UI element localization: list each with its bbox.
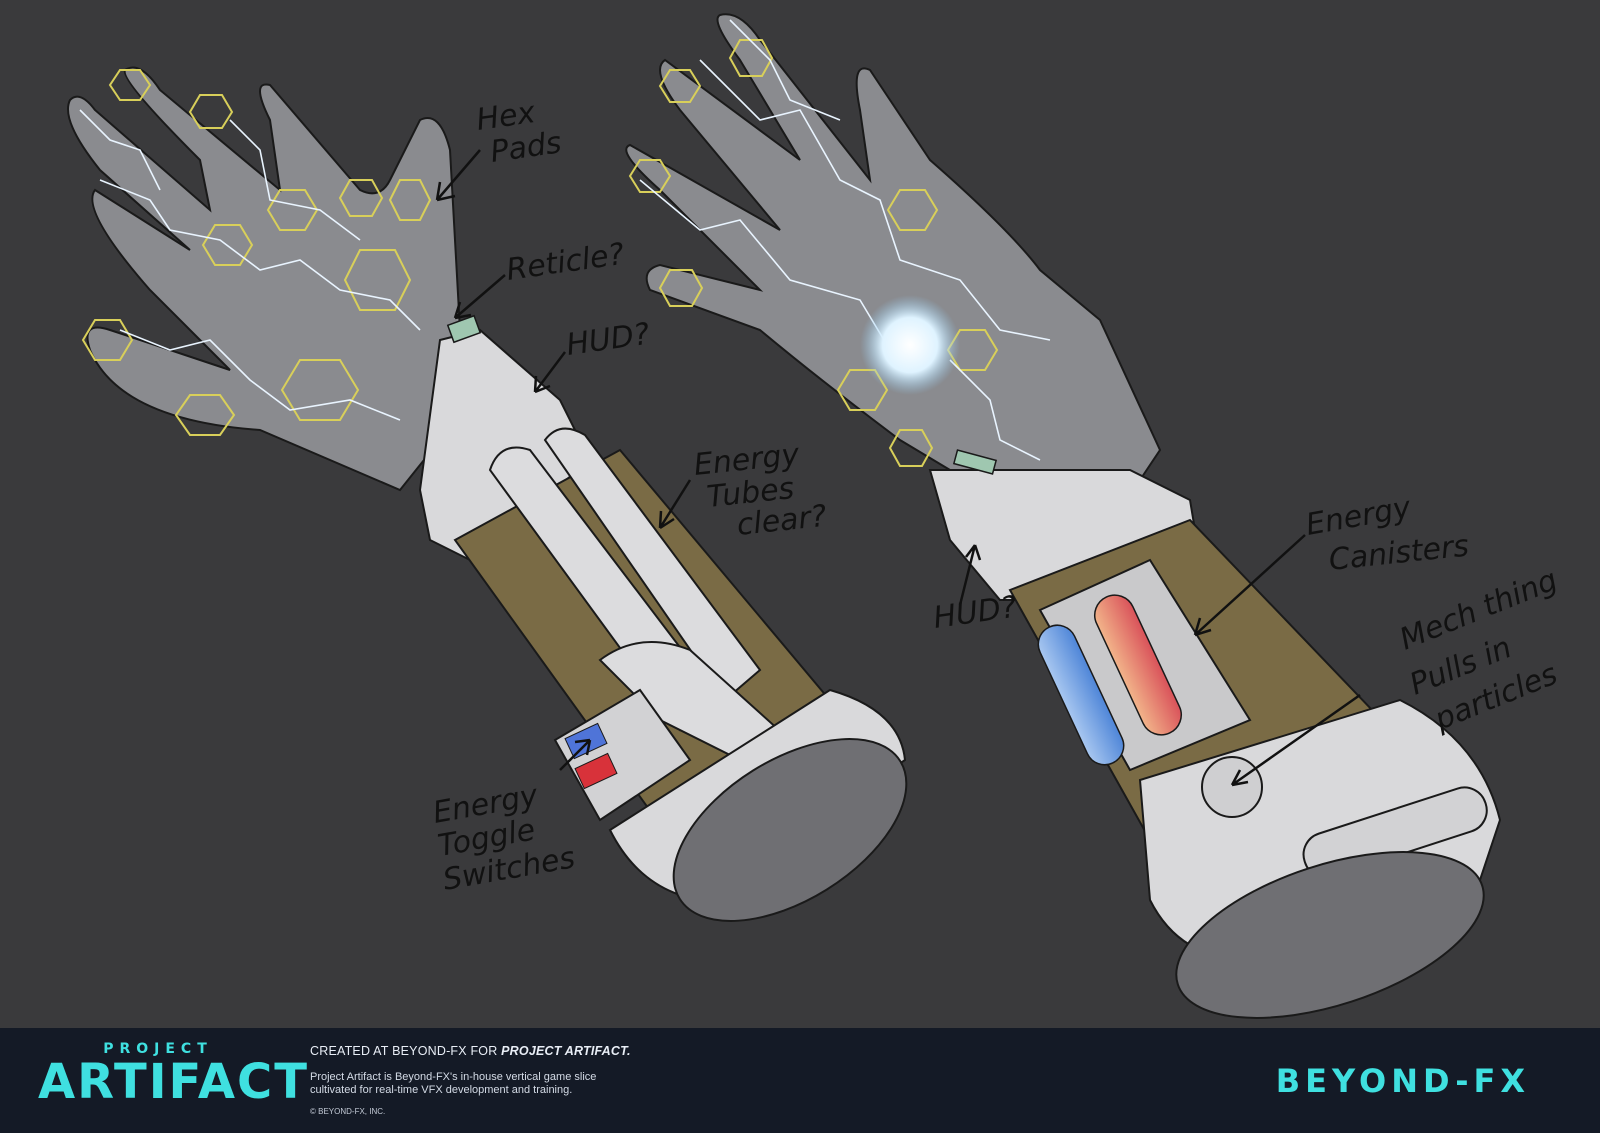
- mech-particle-intake: [1201, 756, 1263, 818]
- left-hand: [67, 66, 482, 492]
- energy-tubes: [488, 427, 792, 772]
- project-artifact-logo: PROJECT ARTIFACT: [38, 1038, 309, 1126]
- label-hex-pads-1: Hex: [474, 95, 537, 138]
- logo-artifact-text: ARTIFACT: [38, 1054, 309, 1110]
- footer-text-block: CREATED AT BEYOND-FX FOR PROJECT ARTIFAC…: [310, 1044, 830, 1116]
- reticle-module: [446, 314, 482, 344]
- right-hex-pads: [628, 39, 999, 467]
- energy-canister-red: [1094, 594, 1182, 736]
- credit-project: PROJECT ARTIFACT.: [501, 1044, 631, 1058]
- left-base-disc: [672, 738, 908, 922]
- hud-module: [952, 449, 998, 475]
- description-line-1: Project Artifact is Beyond-FX's in-house…: [310, 1071, 597, 1083]
- right-hand: [625, 13, 1162, 482]
- description-line-2: cultivated for real-time VFX development…: [310, 1084, 573, 1096]
- annotation-arrows: [435, 149, 1361, 787]
- left-gauntlet: [67, 66, 908, 922]
- credit-prefix: CREATED AT BEYOND-FX FOR: [310, 1044, 502, 1058]
- label-hud-left: HUD?: [564, 317, 652, 363]
- logo-project-text: PROJECT: [103, 1041, 213, 1057]
- energy-orb: [860, 295, 960, 395]
- label-reticle: Reticle?: [504, 237, 626, 288]
- beyond-fx-logo: BEYOND-FX: [1275, 1062, 1530, 1100]
- energy-canister-blue: [1037, 624, 1125, 766]
- lightning-arcs: [79, 109, 421, 421]
- right-base-disc: [1175, 851, 1485, 1019]
- right-gauntlet: [625, 13, 1502, 1019]
- right-lightning-arcs: [639, 19, 1051, 461]
- credit-line: CREATED AT BEYOND-FX FOR PROJECT ARTIFAC…: [310, 1044, 830, 1058]
- concept-art-canvas: Hex Pads Reticle? HUD? Energy Tubes clea…: [67, 13, 1562, 1019]
- toggle-switch-red: [574, 752, 618, 790]
- label-hud-right: HUD?: [931, 590, 1019, 636]
- hex-pads: [81, 69, 432, 436]
- project-description: Project Artifact is Beyond-FX's in-house…: [310, 1071, 830, 1097]
- copyright: © BEYOND-FX, INC.: [310, 1107, 386, 1116]
- footer-banner: PROJECT ARTIFACT CREATED AT BEYOND-FX FO…: [0, 1028, 1600, 1133]
